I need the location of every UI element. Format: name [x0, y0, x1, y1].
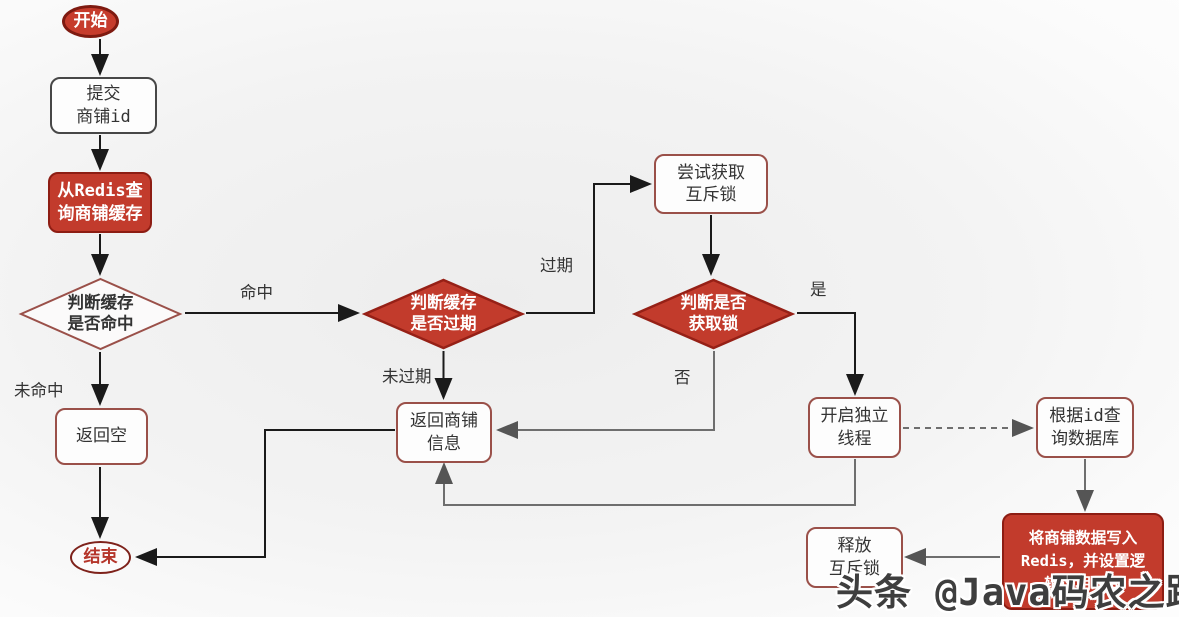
edge-label-expired: 过期 [540, 256, 573, 275]
return-shop-info-node: 返回商铺 信息 [396, 402, 492, 463]
query-db-by-id-label: 根据id查 询数据库 [1049, 406, 1121, 449]
release-mutex-label: 释放 互斥锁 [829, 536, 880, 579]
submit-shop-id-label: 提交 商铺id [76, 84, 131, 127]
try-get-mutex-label: 尝试获取 互斥锁 [677, 162, 745, 205]
open-thread-node: 开启独立 线程 [808, 397, 901, 458]
edge-label-miss: 未命中 [14, 381, 64, 400]
query-redis-cache-node: 从Redis查 询商铺缓存 [48, 172, 152, 233]
got-lock-check-label: 判断是否 获取锁 [680, 293, 747, 333]
query-redis-cache-label: 从Redis查 询商铺缓存 [57, 181, 143, 224]
query-db-by-id-node: 根据id查 询数据库 [1036, 397, 1134, 458]
end-node: 结束 [70, 541, 131, 574]
return-empty-label: 返回空 [76, 426, 127, 447]
write-redis-label: 将商铺数据写入 Redis，并设置逻 辑过期时间 [1020, 528, 1146, 594]
watermark-text: 头条 @Java码农之路 [836, 571, 1179, 614]
try-get-mutex-node: 尝试获取 互斥锁 [654, 154, 768, 214]
start-node: 开始 [62, 5, 119, 38]
cache-expired-check-label: 判断缓存 是否过期 [410, 293, 477, 333]
end-label: 结束 [83, 547, 118, 568]
edge-label-hit: 命中 [240, 283, 273, 302]
cache-expired-check-diamond: 判断缓存 是否过期 [362, 278, 525, 350]
cache-hit-check-label: 判断缓存 是否命中 [67, 293, 134, 333]
edge-label-yes: 是 [810, 280, 827, 299]
edge-label-not-expired: 未过期 [382, 367, 432, 386]
write-redis-node: 将商铺数据写入 Redis，并设置逻 辑过期时间 [1002, 513, 1164, 610]
edge-label-no: 否 [674, 368, 691, 387]
return-shop-info-label: 返回商铺 信息 [410, 411, 478, 454]
submit-shop-id-node: 提交 商铺id [50, 77, 157, 134]
return-empty-node: 返回空 [55, 408, 148, 465]
start-label: 开始 [73, 11, 108, 32]
open-thread-label: 开启独立 线程 [820, 406, 889, 449]
release-mutex-node: 释放 互斥锁 [806, 527, 903, 588]
cache-hit-check-diamond: 判断缓存 是否命中 [18, 277, 183, 351]
got-lock-check-diamond: 判断是否 获取锁 [632, 278, 795, 350]
